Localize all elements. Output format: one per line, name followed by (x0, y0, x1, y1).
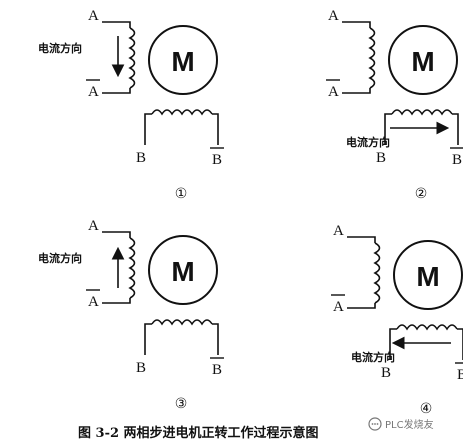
a-lead-top (347, 236, 376, 243)
a-winding-coil (128, 27, 136, 89)
a-winding-coil (368, 27, 376, 89)
terminal-b-label: B (381, 365, 391, 381)
terminal-b-label: B (376, 150, 386, 166)
current-direction-label: 电流方向 (38, 41, 82, 55)
motor-circle (388, 25, 458, 95)
current-direction-label: 电流方向 (38, 251, 82, 265)
terminal-a-label: A (88, 218, 99, 234)
a-lead-top (102, 231, 131, 238)
terminal-b-bar-label: B (212, 152, 222, 168)
a-lead-bottom (102, 298, 131, 304)
terminal-a-label: A (328, 8, 339, 24)
terminal-b-bar-label: B (212, 362, 222, 378)
current-direction-label: 电流方向 (346, 135, 390, 149)
motor-label: M (411, 46, 434, 77)
a-lead-bottom (342, 88, 371, 94)
motor-label: M (171, 46, 194, 77)
terminal-a-bar-label: A (88, 84, 99, 100)
a-lead-top (342, 21, 371, 28)
motor-circle (393, 240, 463, 310)
current-direction-label: 电流方向 (351, 350, 395, 364)
step-number: ④ (420, 401, 433, 417)
b-lead-left (144, 113, 152, 145)
motor-circle (148, 25, 218, 95)
a-lead-bottom (102, 88, 131, 94)
terminal-a-bar-label: A (328, 84, 339, 100)
b-winding-coil (151, 319, 213, 326)
a-winding-coil (128, 237, 136, 299)
b-lead-left (384, 113, 392, 145)
terminal-a-label: A (333, 223, 344, 239)
a-winding-coil (373, 242, 381, 304)
terminal-a-bar-label: A (333, 299, 344, 315)
panel-1: M A A B B 电流方向 ① (38, 8, 224, 202)
b-winding-coil (391, 109, 453, 116)
motor-circle (148, 235, 218, 305)
panel-3: M A A B B 电流方向 ③ (38, 218, 224, 412)
motor-label: M (171, 256, 194, 287)
terminal-a-label: A (88, 8, 99, 24)
terminal-a-bar-label: A (88, 294, 99, 310)
b-winding-coil (151, 109, 213, 116)
b-lead-left (389, 328, 397, 360)
terminal-b-label: B (136, 150, 146, 166)
b-lead-right (457, 328, 463, 360)
step-number: ② (415, 186, 428, 202)
step-number: ① (175, 186, 188, 202)
b-lead-right (212, 113, 219, 145)
b-lead-right (452, 113, 459, 145)
terminal-b-bar-label: B (452, 152, 462, 168)
b-lead-left (144, 323, 152, 355)
motor-label: M (416, 261, 439, 292)
a-lead-bottom (347, 303, 376, 309)
watermark-text: PLC发烧友 (385, 418, 434, 431)
terminal-b-label: B (136, 360, 146, 376)
chat-bubble-icon (368, 417, 382, 431)
b-winding-coil (396, 324, 458, 331)
a-lead-top (102, 21, 131, 28)
terminal-b-bar-label: B (457, 367, 463, 383)
b-lead-right (212, 323, 219, 355)
step-number: ③ (175, 396, 188, 412)
watermark: PLC发烧友 (368, 417, 434, 431)
figure-caption: 图 3-2 两相步进电机正转工作过程示意图 (78, 425, 319, 441)
